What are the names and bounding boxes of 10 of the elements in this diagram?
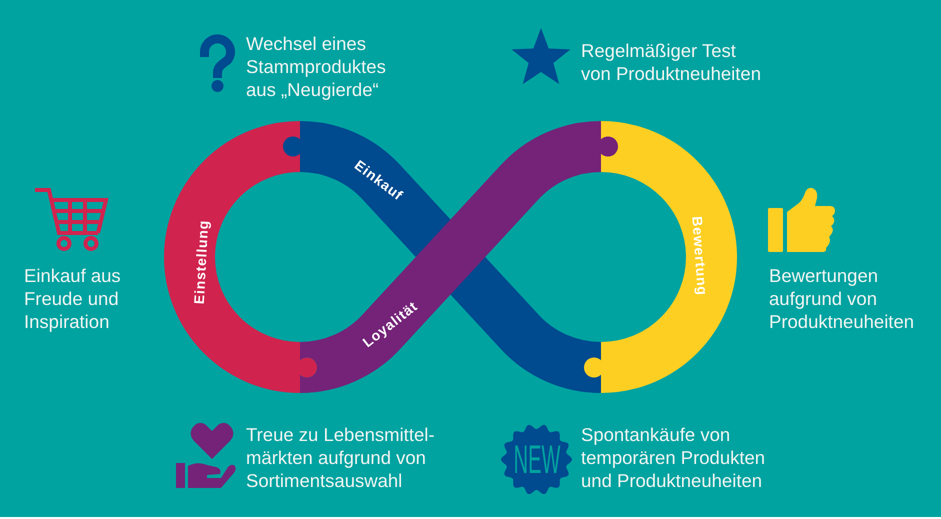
description-text: Einkauf aus Freude und Inspiration bbox=[24, 264, 122, 333]
description-text: Treue zu Lebensmittel- märkten aufgrund von Sortimentsauswahl bbox=[246, 423, 436, 492]
description-text: Bewertungen aufgrund von Produktneuheiten bbox=[769, 264, 916, 333]
description-text: Wechsel eines Stammproduktes aus „Neugierde“ bbox=[246, 32, 387, 101]
seal-text: NEW bbox=[513, 440, 560, 480]
description-text: Spontankäufe von temporären Produkten und Produktneuheiten bbox=[581, 423, 766, 492]
seal-badge bbox=[501, 424, 572, 495]
description-text: Regelmäßiger Test von Produktneuheiten bbox=[581, 39, 762, 85]
segment-label: Einstellung bbox=[190, 220, 212, 304]
segment-label: Bewertung bbox=[689, 216, 711, 296]
